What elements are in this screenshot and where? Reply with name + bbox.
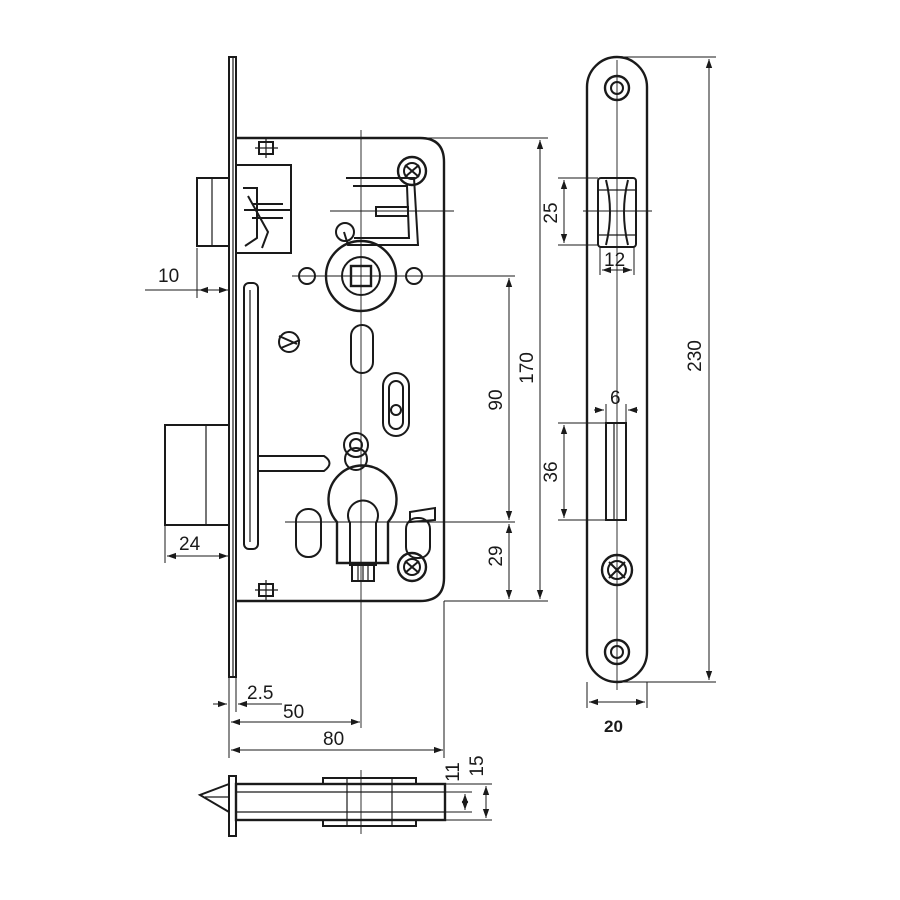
front-view bbox=[164, 56, 515, 728]
case-screw-bottom bbox=[396, 551, 428, 583]
spindle-pin bbox=[343, 432, 369, 471]
dim-backset: 50 bbox=[283, 702, 304, 723]
dim-depth-inner: 11 bbox=[443, 762, 464, 782]
dim-bolt-width: 6 bbox=[610, 388, 621, 409]
slot-upper bbox=[350, 324, 374, 374]
top-view bbox=[197, 770, 447, 837]
dim-handle-to-cylinder: 90 bbox=[486, 389, 507, 410]
latch-bolt bbox=[196, 164, 292, 254]
case-screw-top bbox=[396, 155, 428, 187]
slot-middle bbox=[382, 372, 410, 437]
dim-faceplate-thickness: 2.5 bbox=[247, 683, 273, 704]
latch-lever bbox=[335, 177, 420, 246]
dim-latch-width: 12 bbox=[604, 250, 625, 271]
pivot-pin bbox=[278, 331, 301, 353]
slot-lower-left bbox=[295, 508, 322, 558]
dim-faceplate-width: 20 bbox=[604, 717, 623, 736]
dim-latch-height: 25 bbox=[541, 202, 562, 223]
top-view-dimensions: 11 15 bbox=[443, 755, 492, 821]
dim-case-width: 80 bbox=[323, 729, 344, 750]
faceplate-dimensions: 25 12 6 36 230 20 bbox=[541, 56, 716, 736]
dim-case-height: 170 bbox=[517, 352, 538, 384]
faceplate-bolt-opening bbox=[605, 422, 627, 521]
case-rivet-bottom bbox=[255, 580, 278, 601]
front-view-dimensions: 10 24 2.5 50 80 90 29 170 bbox=[145, 137, 548, 758]
dead-bolt bbox=[164, 424, 230, 526]
faceplate-view bbox=[583, 55, 652, 690]
case-rivet-top bbox=[255, 138, 278, 158]
dim-deadbolt-throw: 24 bbox=[179, 534, 201, 555]
dim-cylinder-to-bottom: 29 bbox=[486, 545, 507, 566]
bolt-slide-bar bbox=[243, 282, 331, 550]
dim-backset-overhang: 10 bbox=[158, 266, 179, 287]
lock-case bbox=[236, 136, 446, 603]
dim-bolt-height: 36 bbox=[541, 461, 562, 482]
dim-depth-outer: 15 bbox=[467, 755, 488, 776]
top-latch-tip bbox=[197, 782, 230, 814]
cylinder-cutout bbox=[327, 464, 398, 582]
dim-faceplate-length: 230 bbox=[685, 340, 706, 372]
top-case-body bbox=[234, 782, 447, 822]
slot-lower-right bbox=[405, 506, 436, 559]
